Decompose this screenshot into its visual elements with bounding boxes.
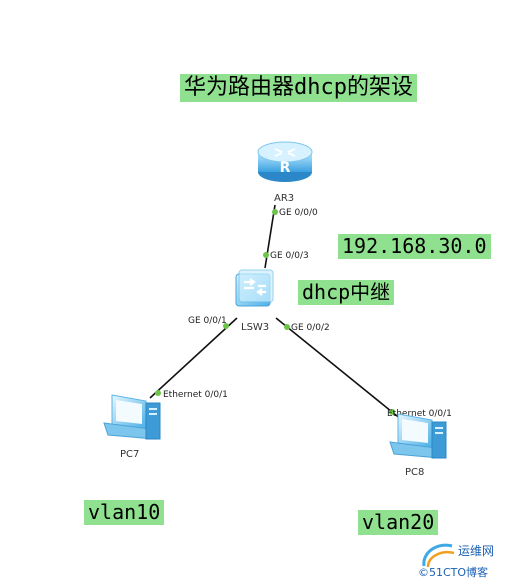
watermark-site-name: 运维网 xyxy=(458,544,495,558)
switch-icon[interactable] xyxy=(235,269,274,307)
switch-label: LSW3 xyxy=(241,322,269,333)
diagram-title: 华为路由器dhcp的架设 xyxy=(180,74,417,102)
port-label-switch-left: GE 0/0/1 xyxy=(188,316,227,326)
port-dot-pc7 xyxy=(155,390,161,396)
port-dot-router-down xyxy=(272,209,278,215)
port-dot-switch-right xyxy=(284,324,290,330)
pc7-icon[interactable] xyxy=(103,394,161,440)
port-label-switch-right: GE 0/0/2 xyxy=(291,323,330,333)
link-switch-pc7 xyxy=(149,317,238,399)
router-label: AR3 xyxy=(274,193,294,204)
router-icon[interactable]: R xyxy=(257,141,313,182)
watermark-domain: ©51CTO博客 xyxy=(418,566,489,579)
port-dot-switch-up xyxy=(263,252,269,258)
watermark: 运维网 ©51CTO博客 xyxy=(418,540,522,584)
dhcp-relay-label: dhcp中继 xyxy=(298,280,395,305)
pc8-icon[interactable] xyxy=(389,413,447,459)
port-dot-pc8 xyxy=(389,409,395,415)
port-label-pc7: Ethernet 0/0/1 xyxy=(163,390,228,400)
port-label-switch-up: GE 0/0/3 xyxy=(270,251,309,261)
svg-text:R: R xyxy=(280,160,291,176)
port-label-router-down: GE 0/0/0 xyxy=(279,208,318,218)
link-switch-pc8 xyxy=(275,317,403,421)
port-dot-switch-left xyxy=(223,323,229,329)
port-label-pc8: Ethernet 0/0/1 xyxy=(387,409,452,419)
vlan-left-label: vlan10 xyxy=(84,500,165,525)
vlan-right-label: vlan20 xyxy=(358,510,439,535)
pc7-label: PC7 xyxy=(120,449,139,460)
watermark-logo-icon xyxy=(422,543,455,568)
network-address-label: 192.168.30.0 xyxy=(338,234,491,259)
pc8-label: PC8 xyxy=(405,467,424,478)
